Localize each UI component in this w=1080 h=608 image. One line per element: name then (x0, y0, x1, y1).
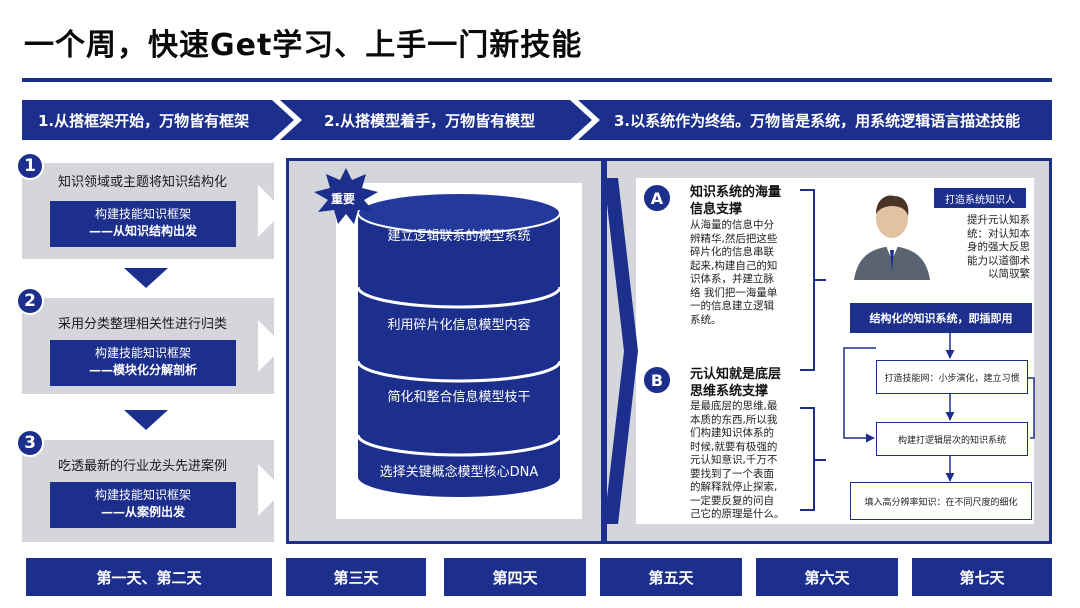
step-number-2: 2 (16, 287, 44, 315)
step-number-3: 3 (16, 429, 44, 457)
section-a-line: 系统。 (690, 313, 722, 326)
step-text-2: 采用分类整理相关性进行归类 (58, 317, 228, 332)
phase-chevron-2: 2.从搭模型着手，万物皆有模型 (280, 100, 592, 140)
section-a-body: 从海量的信息中分 辨精华,然后把这些 碎片化的信息串联 起来,构建自己的知 识体… (690, 219, 800, 327)
step-number-1: 1 (16, 152, 44, 180)
day-label-6: 第六天 (756, 558, 898, 596)
important-badge-label: 重要 (331, 192, 356, 206)
model-item-3: 简化和整合信息模型枝干 (387, 390, 531, 405)
section-a-line: 一的信息建立逻辑 (690, 300, 774, 312)
person-desc-line: 能力以道御术 (967, 254, 1030, 267)
model-cylinder (356, 192, 562, 497)
step-box-1-line2: ——从知识结构出发 (88, 224, 197, 238)
section-b-marker: B (642, 365, 672, 395)
section-b-line: 们构建知识体系的 (690, 427, 774, 439)
person-label: 打造系统知识人 (934, 188, 1026, 208)
section-a-marker: A (642, 183, 672, 213)
down-arrow-2 (124, 410, 168, 430)
step-text-3: 吃透最新的行业龙头先进案例 (58, 459, 228, 474)
person-desc-line: 身的强大反思 (967, 241, 1030, 253)
important-badge (314, 168, 378, 224)
flow-step-1: 打造技能网：小步演化，建立习惯 (876, 360, 1028, 394)
day-label-1-2: 第一天、第二天 (26, 558, 272, 596)
step-arrow-2 (258, 320, 284, 372)
section-b-line: 己它的原理是什么。 (690, 508, 785, 520)
step-arrow-1 (258, 185, 284, 237)
section-b-line: 要找到了一个表面 (690, 467, 774, 480)
step-box-2-line2: ——模块化分解剖析 (88, 363, 197, 377)
system-bracket (604, 178, 638, 524)
section-b-heading-line2: 思维系统支撑 (690, 384, 769, 399)
model-item-1: 建立逻辑联系的模型系统 (387, 229, 531, 244)
flow-step-2: 构建打逻辑层次的知识系统 (876, 422, 1028, 456)
model-item-4: 选择关键概念模型核心DNA (379, 465, 539, 480)
flow-connectors (800, 189, 826, 511)
system-inner (636, 178, 1034, 524)
person-desc-line: 以简驭繁 (988, 268, 1030, 280)
person-desc: 提升元认知系 统：对认知本 身的强大反思 能力以道御术 以简驭繁 (948, 214, 1030, 282)
day-label-3: 第三天 (286, 558, 426, 596)
section-a-line: 识体系，并建立脉 (690, 273, 774, 285)
phase-label-2: 2.从搭模型着手，万物皆有模型 (324, 111, 536, 130)
step-text-1: 知识领域或主题将知识结构化 (58, 175, 228, 190)
section-a-heading-line2: 信息支撑 (690, 202, 743, 217)
step-box-2: 构建技能知识框架 ——模块化分解剖析 (50, 340, 236, 386)
section-a-heading-line1: 知识系统的海量 (690, 185, 782, 200)
section-b-line: 一定要反复的问自 (690, 494, 774, 507)
businessman-avatar-icon (848, 184, 936, 280)
section-a-line: 碎片化的信息串联 (690, 246, 774, 258)
section-b-heading-line1: 元认知就是底层 (690, 367, 782, 382)
step-box-3-line1: 构建技能知识框架 (94, 488, 191, 502)
title-divider (22, 78, 1052, 82)
step-box-1: 构建技能知识框架 ——从知识结构出发 (50, 201, 236, 247)
step-box-3-line2: ——从案例出发 (100, 505, 185, 519)
day-label-4: 第四天 (444, 558, 586, 596)
phase-chevron-1: 1.从搭框架开始，万物皆有框架 (22, 100, 294, 140)
flow-step-3: 填入高分辨率知识：在不同尺度的细化 (850, 482, 1032, 520)
step-box-1-line1: 构建技能知识框架 (94, 207, 191, 221)
model-item-2: 利用碎片化信息模型内容 (387, 318, 531, 333)
day-label-5: 第五天 (600, 558, 742, 596)
section-b-line: 时候,就要有极强的 (690, 440, 778, 453)
day-label-7: 第七天 (912, 558, 1052, 596)
section-b-line: 是最底层的思维,最 (690, 400, 778, 412)
phase-label-1: 1.从搭框架开始，万物皆有框架 (38, 111, 250, 130)
section-b-line: 元认知意识,千万不 (690, 454, 778, 466)
section-a-line: 辨精华,然后把这些 (690, 232, 778, 245)
section-a-line: 从海量的信息中分 (690, 219, 774, 231)
phase-label-3: 3.以系统作为终结。万物皆是系统，用系统逻辑语言描述技能 (614, 111, 1021, 130)
section-b-line: 的解释就停止探索, (690, 481, 778, 493)
person-desc-line: 提升元认知系 (967, 214, 1030, 226)
step-box-2-line1: 构建技能知识框架 (94, 346, 191, 360)
step-arrow-3 (258, 464, 284, 516)
structured-system-box: 结构化的知识系统，即插即用 (850, 303, 1032, 333)
phase-chevron-3: 3.以系统作为终结。万物皆是系统，用系统逻辑语言描述技能 (578, 100, 1052, 140)
section-a-heading: 知识系统的海量 信息支撑 (690, 184, 781, 218)
section-b-heading: 元认知就是底层 思维系统支撑 (690, 366, 781, 400)
page-title: 一个周，快速Get学习、上手一门新技能 (24, 28, 583, 63)
down-arrow-1 (124, 268, 168, 288)
section-b-body: 是最底层的思维,最 本质的东西,所以我 们构建知识体系的 时候,就要有极强的 元… (690, 400, 800, 522)
section-a-line: 络 我们把一海量单 (690, 286, 778, 299)
person-desc-line: 统：对认知本 (967, 227, 1030, 240)
flow-arrows (843, 333, 1035, 482)
step-box-3: 构建技能知识框架 ——从案例出发 (50, 482, 236, 528)
section-a-line: 起来,构建自己的知 (690, 259, 778, 272)
section-b-line: 本质的东西,所以我 (690, 413, 778, 426)
